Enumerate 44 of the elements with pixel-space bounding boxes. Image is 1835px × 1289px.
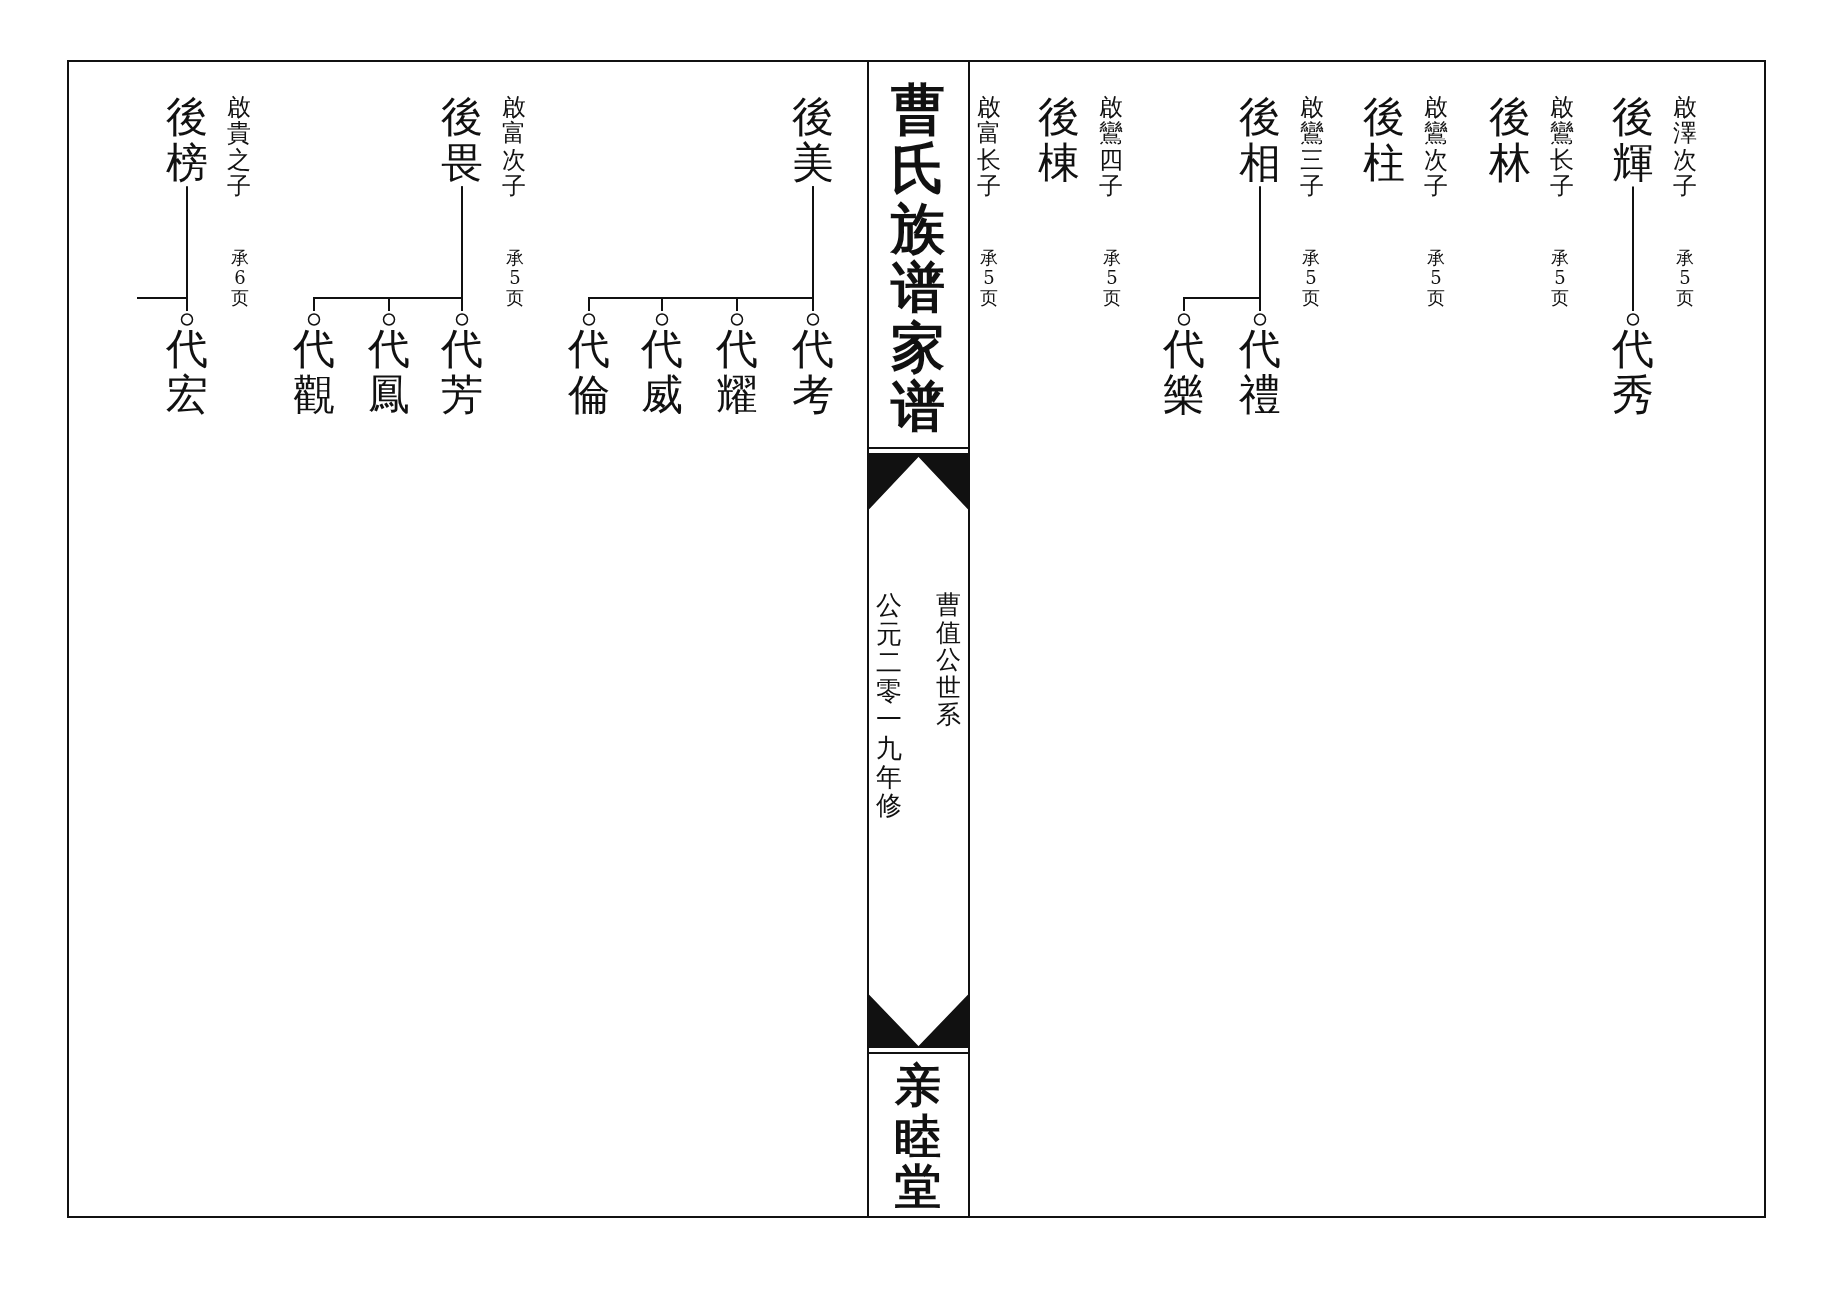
annotation-text: 啟貴之子 [227,94,251,200]
lineage-line [1624,185,1642,328]
annotation-text: 啟澤次子 [1673,94,1697,200]
name-column: 代耀 [716,326,758,419]
annotation-text: 啟鸞四子 [1099,94,1123,200]
name-column: 代樂 [1163,326,1205,419]
name-column: 後美 [792,94,834,187]
name-column: 代芳 [441,326,483,419]
name-column: 後輝 [1612,94,1654,187]
annotation-text: 啟富长子 [977,94,1001,200]
name-column: 後相 [1239,94,1281,187]
page-reference: 承6页 [231,248,249,308]
name-column: 代鳳 [368,326,410,419]
page-reference: 承5页 [506,248,524,308]
name-column: 代秀 [1612,326,1654,419]
page-reference: 承5页 [1427,248,1445,308]
lineage-line [305,185,463,328]
page-reference: 承5页 [1103,248,1121,308]
name-column: 代宏 [166,326,208,419]
lineage-line [136,185,188,299]
page-reference: 承5页 [980,248,998,308]
lineage-line [1175,185,1261,328]
page-reference: 承5页 [1302,248,1320,308]
name-column: 代倫 [568,326,610,419]
annotation-text: 啟鸞次子 [1424,94,1448,200]
spine-title: 曹氏族谱家谱 [891,80,945,437]
annotation-text: 啟鸞三子 [1300,94,1324,200]
name-column: 後畏 [441,94,483,187]
hall-name: 亲睦堂 [895,1060,941,1212]
annotation-text: 啟鸞长子 [1550,94,1574,200]
name-column: 後林 [1489,94,1531,187]
spine-date: 公元二零一九年修 [876,591,902,820]
spine-subtitle: 曹值公世系 [935,591,961,729]
name-column: 代考 [792,326,834,419]
annotation-text: 啟富次子 [502,94,526,200]
name-column: 代禮 [1239,326,1281,419]
lineage-line [580,185,814,328]
name-column: 代觀 [293,326,335,419]
page-reference: 承5页 [1676,248,1694,308]
name-column: 後柱 [1363,94,1405,187]
name-column: 後棟 [1038,94,1080,187]
name-column: 代威 [641,326,683,419]
name-column: 後榜 [166,94,208,187]
page-reference: 承5页 [1551,248,1569,308]
